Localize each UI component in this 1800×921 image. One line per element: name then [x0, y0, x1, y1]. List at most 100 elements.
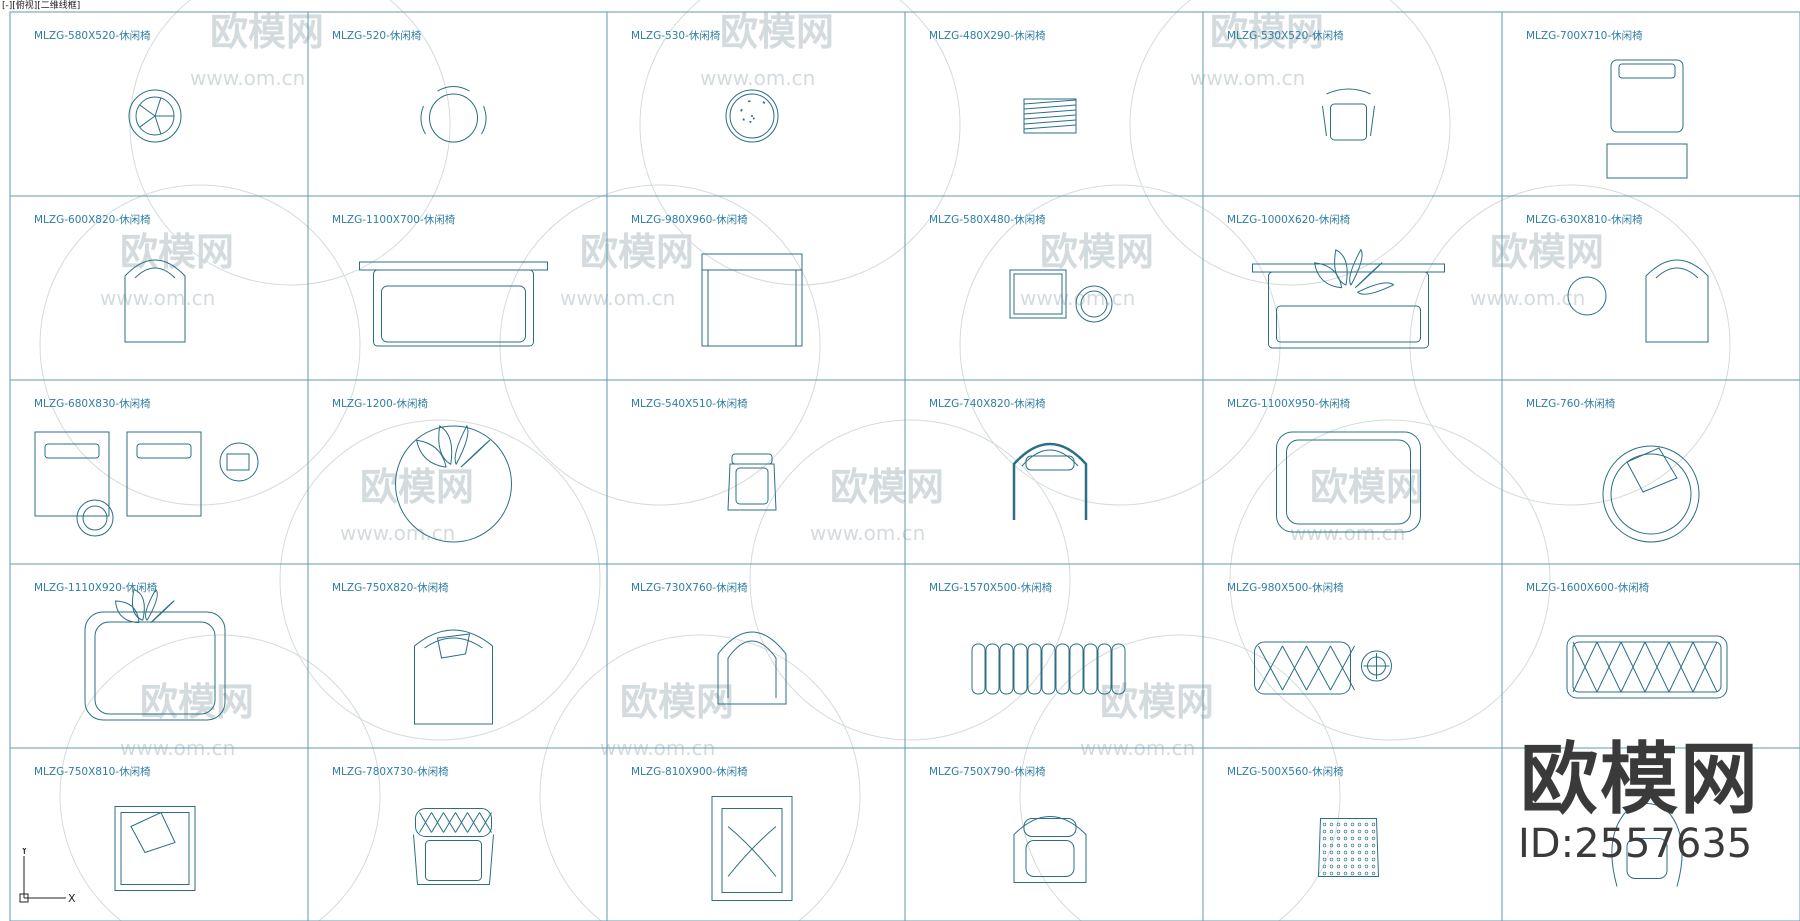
shell-chair-pillow-icon [414, 629, 493, 725]
svg-text:欧模网: 欧模网 [1310, 465, 1424, 509]
armchair-with-ottoman-icon [1606, 59, 1688, 179]
furniture-cell[interactable]: MLZG-1110X920-休闲椅 [34, 581, 226, 721]
watermark-tile: 欧模网 www.om.cn [1129, 0, 1451, 286]
furniture-cell[interactable] [1611, 803, 1683, 887]
ucs-x-label: X [68, 892, 76, 905]
furniture-cell[interactable]: MLZG-580X520-休闲椅 [34, 29, 182, 143]
furniture-cell[interactable]: MLZG-680X830-休闲椅 [34, 397, 259, 537]
block-label: MLZG-1600X600-休闲椅 [1526, 581, 1650, 594]
furniture-cell[interactable]: MLZG-740X820-休闲椅 [929, 397, 1088, 520]
block-label: MLZG-480X290-休闲椅 [929, 29, 1046, 42]
furniture-cell[interactable]: MLZG-1570X500-休闲椅 [929, 581, 1126, 695]
svg-text:欧模网: 欧模网 [580, 230, 694, 274]
furniture-cell[interactable]: MLZG-1600X600-休闲椅 [1526, 581, 1728, 699]
block-label: MLZG-1000X620-休闲椅 [1227, 213, 1351, 226]
block-label: MLZG-520-休闲椅 [332, 29, 422, 42]
svg-text:欧模网: 欧模网 [140, 680, 254, 724]
svg-text:www.om.cn: www.om.cn [1470, 286, 1585, 310]
block-label: MLZG-500X560-休闲椅 [1227, 765, 1344, 778]
svg-text:www.om.cn: www.om.cn [700, 66, 815, 90]
ucs-axis-icon: Y X [16, 844, 76, 908]
furniture-blocks: MLZG-580X520-休闲椅 MLZG-520-休闲椅 MLZG-530-休闲椅… [34, 29, 1728, 901]
block-label: MLZG-1110X920-休闲椅 [34, 581, 158, 594]
block-label: MLZG-1570X500-休闲椅 [929, 581, 1053, 594]
svg-text:欧模网: 欧模网 [120, 230, 234, 274]
svg-text:欧模网: 欧模网 [1210, 10, 1324, 54]
dotted-stool-icon [1317, 818, 1380, 877]
furniture-cell[interactable]: MLZG-530X520-休闲椅 [1227, 29, 1375, 141]
furniture-cell[interactable]: MLZG-1100X700-休闲椅 [332, 213, 548, 347]
block-label: MLZG-530X520-休闲椅 [1227, 29, 1344, 42]
furniture-cell[interactable]: MLZG-540X510-休闲椅 [631, 397, 777, 511]
svg-text:www.om.cn: www.om.cn [810, 521, 925, 545]
tufted-bench-icon [1566, 635, 1728, 699]
furniture-cell[interactable]: MLZG-600X820-休闲椅 [34, 213, 186, 343]
chair-with-round-table-icon [1567, 259, 1709, 343]
chair-pair-with-table-icon [34, 431, 259, 537]
block-label: MLZG-1100X700-休闲椅 [332, 213, 456, 226]
block-label: MLZG-780X730-休闲椅 [332, 765, 449, 778]
svg-text:欧模网: 欧模网 [830, 465, 944, 509]
block-label: MLZG-740X820-休闲椅 [929, 397, 1046, 410]
furniture-cell[interactable]: MLZG-480X290-休闲椅 [929, 29, 1077, 134]
watermark-layer: 欧模网 www.om.cn 欧模网 www.om.cn 欧模网 www.om.cn 欧模网 w… [39, 0, 1731, 921]
block-label: MLZG-750X820-休闲椅 [332, 581, 449, 594]
furniture-cell[interactable]: MLZG-750X810-休闲椅 [34, 765, 196, 891]
furniture-cell[interactable]: MLZG-810X900-休闲椅 [631, 765, 793, 901]
block-label: MLZG-1100X950-休闲椅 [1227, 397, 1351, 410]
round-daybed-icon [395, 424, 512, 543]
svg-text:欧模网: 欧模网 [720, 10, 834, 54]
round-chair-icon [420, 86, 487, 143]
svg-text:www.om.cn: www.om.cn [1190, 66, 1305, 90]
chair-with-side-table-icon [1009, 269, 1113, 323]
lounge-chair-pillows-icon [84, 588, 226, 721]
block-label: MLZG-530-休闲椅 [631, 29, 721, 42]
furniture-cell[interactable]: MLZG-1100X950-休闲椅 [1227, 397, 1421, 533]
furniture-cell[interactable]: MLZG-760-休闲椅 [1526, 397, 1700, 543]
block-label: MLZG-730X760-休闲椅 [631, 581, 748, 594]
watermark-tile: 欧模网 www.om.cn [749, 419, 1071, 741]
furniture-cell[interactable]: MLZG-520-休闲椅 [332, 29, 487, 143]
tufted-bench-with-stool-icon [1254, 641, 1392, 695]
watermark-tile: 欧模网 www.om.cn [499, 184, 821, 506]
block-label: MLZG-580X520-休闲椅 [34, 29, 151, 42]
watermark-id: ID:2557635 [1518, 821, 1753, 867]
furniture-cell[interactable]: MLZG-730X760-休闲椅 [631, 581, 787, 705]
sofa-with-pillows-icon [1252, 248, 1445, 349]
watermark-tile: 欧模网 www.om.cn [639, 0, 961, 286]
furniture-cell[interactable]: MLZG-980X960-休闲椅 [631, 213, 803, 347]
block-label: MLZG-1200-休闲椅 [332, 397, 429, 410]
furniture-cell[interactable]: MLZG-750X790-休闲椅 [929, 765, 1087, 883]
block-label: MLZG-750X790-休闲椅 [929, 765, 1046, 778]
furniture-cell[interactable]: MLZG-530-休闲椅 [631, 29, 779, 143]
block-label: MLZG-810X900-休闲椅 [631, 765, 748, 778]
furniture-cell[interactable]: MLZG-500X560-休闲椅 [1227, 765, 1380, 877]
furniture-cell[interactable]: MLZG-700X710-休闲椅 [1526, 29, 1688, 179]
block-label: MLZG-680X830-休闲椅 [34, 397, 151, 410]
svg-text:www.om.cn: www.om.cn [1290, 521, 1405, 545]
furniture-cell[interactable]: MLZG-1200-休闲椅 [332, 397, 512, 543]
furniture-cell[interactable]: MLZG-1000X620-休闲椅 [1227, 213, 1445, 349]
svg-text:欧模网: 欧模网 [1100, 680, 1214, 724]
svg-text:www.om.cn: www.om.cn [560, 286, 675, 310]
watermark-logo: 欧模网 [1520, 735, 1761, 825]
loveseat-icon [359, 261, 548, 347]
round-chair-pillow-icon [1602, 445, 1700, 543]
tufted-armchair-icon [413, 808, 494, 885]
small-chair-icon [727, 453, 777, 511]
furniture-cell[interactable]: MLZG-580X480-休闲椅 [929, 213, 1113, 323]
furniture-cell[interactable]: MLZG-980X500-休闲椅 [1227, 581, 1392, 695]
furniture-cell[interactable]: MLZG-750X820-休闲椅 [332, 581, 493, 725]
svg-text:欧模网: 欧模网 [620, 680, 734, 724]
viewport-label[interactable]: [-][俯视][二维线框] [2, 1, 81, 11]
arched-chair-icon [717, 631, 787, 705]
furniture-cell[interactable]: MLZG-780X730-休闲椅 [332, 765, 494, 885]
furniture-cell[interactable]: MLZG-630X810-休闲椅 [1526, 213, 1709, 343]
